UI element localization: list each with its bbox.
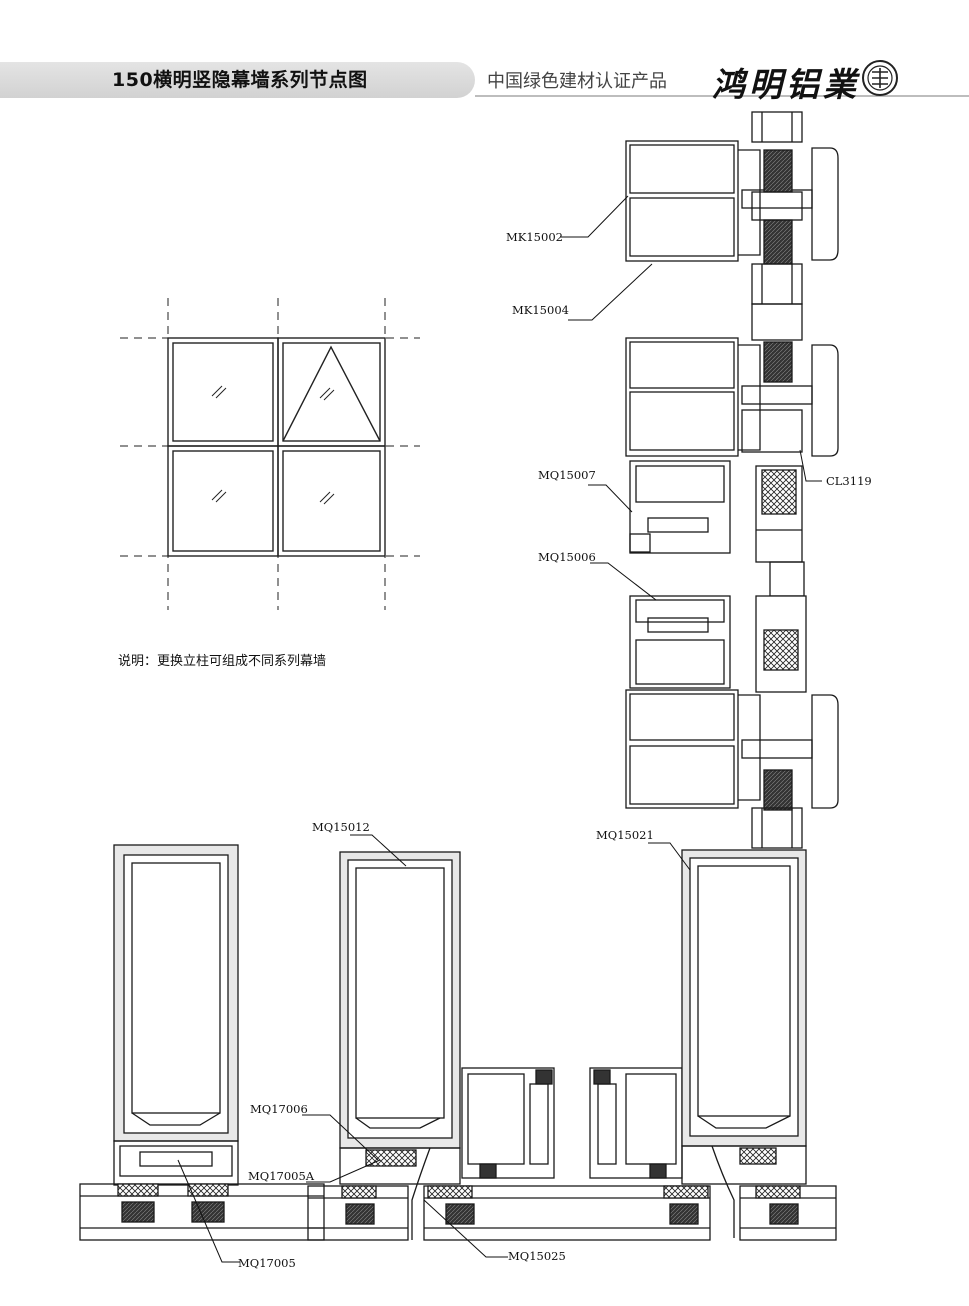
label-mk15004: MK15004 (512, 303, 569, 317)
header-divider (475, 95, 969, 97)
label-mq17005a: MQ17005A (248, 1169, 315, 1183)
brand-name: 鸿明铝業 (712, 65, 860, 104)
glass-top (751, 111, 803, 143)
part-labels: MK15002 MK15004 MQ15007 CL3119 MQ15006 M… (238, 230, 872, 1270)
elevation-grid (120, 298, 420, 610)
header-subtitle: 中国绿色建材认证产品 (487, 71, 667, 92)
label-mq15006: MQ15006 (538, 550, 596, 564)
page-title: 150横明竖隐幕墙系列节点图 (112, 69, 368, 91)
vent-frame-mq15006 (629, 595, 807, 693)
mullion-3 (681, 849, 807, 1238)
label-mq15021: MQ15021 (596, 828, 654, 842)
label-mq15012: MQ15012 (312, 820, 370, 834)
leader-lines (177, 195, 822, 1263)
header-title-bar (0, 62, 475, 98)
label-cl3119: CL3119 (826, 474, 872, 488)
transom-2 (625, 303, 839, 457)
vent-sash-left (461, 1067, 555, 1179)
vertical-section (625, 111, 839, 849)
page-header: 150横明竖隐幕墙系列节点图 中国绿色建材认证产品 鸿明铝業 (0, 0, 969, 110)
vent-sash-right (589, 1067, 683, 1179)
transom-1 (625, 140, 839, 305)
brand-logo-icon (862, 60, 898, 96)
horizontal-section (79, 844, 837, 1241)
label-mk15002: MK15002 (506, 230, 563, 244)
mullion-2 (339, 851, 461, 1240)
glass-bottom (79, 1183, 837, 1241)
label-mq17006: MQ17006 (250, 1102, 308, 1116)
label-mq15007: MQ15007 (538, 468, 596, 482)
transom-3 (625, 689, 839, 849)
label-mq15025: MQ15025 (508, 1249, 566, 1263)
explanatory-note: 说明：更换立柱可组成不同系列幕墙 (118, 654, 327, 669)
mullion-1 (113, 844, 239, 1186)
label-mq17005: MQ17005 (238, 1256, 296, 1270)
vent-frame-mq15007 (629, 460, 805, 597)
